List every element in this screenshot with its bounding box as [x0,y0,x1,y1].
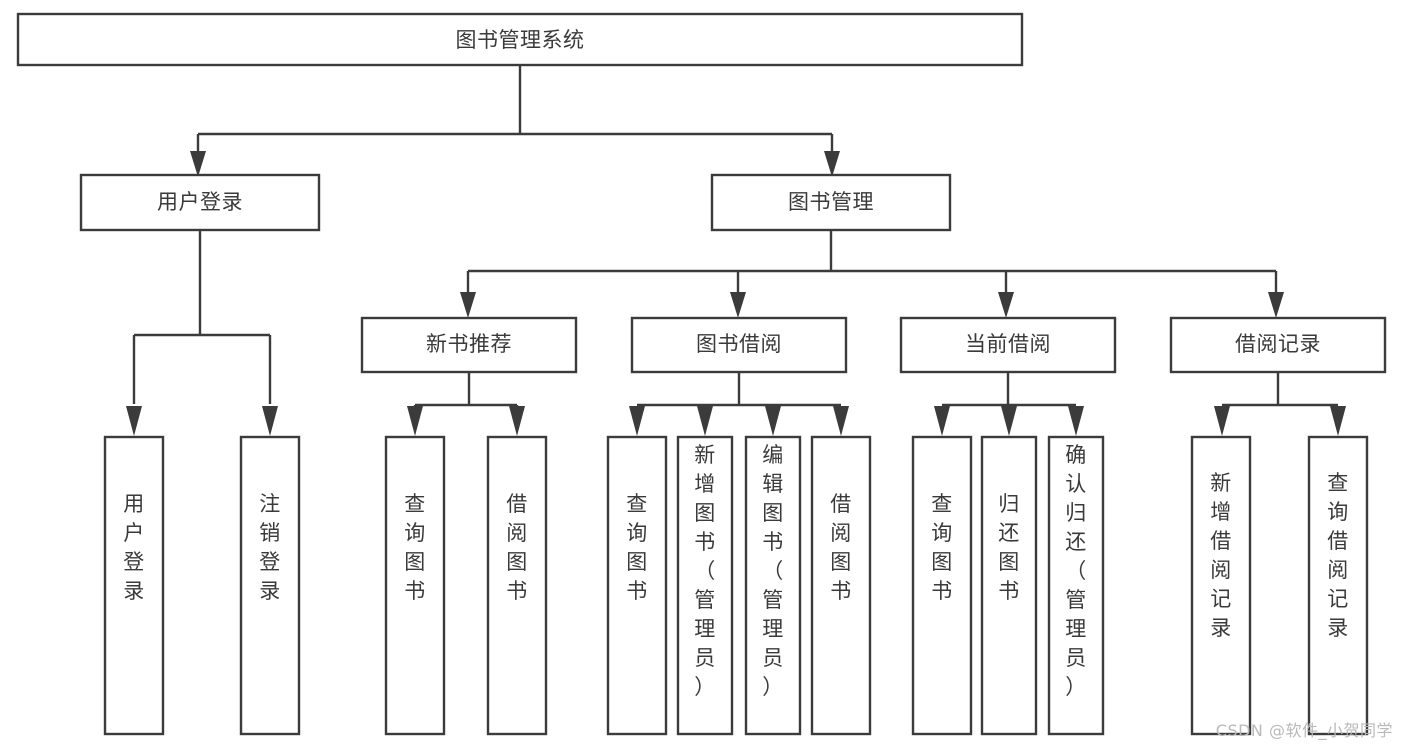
leaf-borrow-book-1[interactable]: 借阅图书 [486,435,548,736]
node-current-borrow-box[interactable] [899,316,1117,374]
arrow-head-icon [126,406,142,436]
leaf-borrow-book-1-label: 借阅图书 [506,492,528,603]
node-book-borrow-label: 图书借阅 [696,332,782,356]
node-new-book-recommend[interactable]: 新书推荐 [360,316,578,374]
arrow-head-icon [1214,406,1230,436]
leaf-edit-book-label: 编辑图书（管理员） [762,443,784,699]
connector-book-manage-to-level3 [460,230,1284,318]
leaf-query-record-box[interactable] [1307,435,1369,736]
connector-current-borrow-to-leaves [934,372,1084,436]
node-book-borrow-box[interactable] [630,316,848,374]
leaf-query-book-3[interactable]: 查询图书 [911,435,973,736]
connector-user-login-to-leaves [126,230,278,436]
node-borrow-record-box[interactable] [1169,316,1387,374]
arrow-head-icon [833,406,849,436]
leaf-confirm-return-label: 确认归还（管理员） [1065,443,1087,699]
leaf-user-login-box[interactable] [103,435,165,736]
node-book-borrow[interactable]: 图书借阅 [630,316,848,374]
leaf-query-book-3-box[interactable] [911,435,973,736]
node-book-manage-label: 图书管理 [788,190,874,214]
leaf-query-book-2[interactable]: 查询图书 [606,435,668,736]
arrow-head-icon [190,151,206,177]
leaf-return-book[interactable]: 归还图书 [980,435,1038,736]
leaf-borrow-book-2-label: 借阅图书 [830,492,852,603]
leaf-query-book-3-label: 查询图书 [931,492,953,603]
leaf-user-logout[interactable]: 注销登录 [239,435,301,736]
node-borrow-record[interactable]: 借阅记录 [1169,316,1387,374]
leaf-query-record[interactable]: 查询借阅记录 [1307,435,1369,736]
connector-new-book-recommend-to-leaves [407,372,525,436]
leaf-query-record-label: 查询借阅记录 [1327,471,1349,640]
node-current-borrow-label: 当前借阅 [965,332,1051,356]
leaf-return-book-label: 归还图书 [998,492,1020,603]
leaf-confirm-return-box[interactable] [1047,435,1105,736]
node-book-manage-box[interactable] [710,173,952,232]
leaf-borrow-book-2-box[interactable] [810,435,872,736]
arrow-head-icon [934,406,950,436]
leaf-add-record-box[interactable] [1190,435,1252,736]
arrow-head-icon [1330,406,1346,436]
leaf-query-book-1-box[interactable] [384,435,446,736]
leaf-edit-book-box[interactable] [744,435,802,736]
leaf-user-logout-label: 注销登录 [259,492,281,603]
arrow-head-icon [407,406,423,436]
node-new-book-recommend-label: 新书推荐 [426,332,512,356]
node-root-box[interactable] [16,12,1024,67]
node-user-login[interactable]: 用户登录 [79,173,321,232]
leaf-borrow-book-2[interactable]: 借阅图书 [810,435,872,736]
leaf-edit-book[interactable]: 编辑图书（管理员） [744,435,802,736]
arrow-head-icon [460,292,476,318]
arrow-head-icon [998,292,1014,318]
node-borrow-record-label: 借阅记录 [1235,332,1321,356]
leaf-user-login[interactable]: 用户登录 [103,435,165,736]
node-root[interactable]: 图书管理系统 [16,12,1024,67]
node-user-login-label: 用户登录 [157,190,243,214]
leaf-return-book-box[interactable] [980,435,1038,736]
leaf-query-book-2-label: 查询图书 [626,492,648,603]
arrow-head-icon [509,406,525,436]
leaf-user-login-label: 用户登录 [123,492,145,603]
node-current-borrow[interactable]: 当前借阅 [899,316,1117,374]
leaf-add-record-label: 新增借阅记录 [1210,471,1232,640]
arrow-head-icon [1001,406,1017,436]
leaf-borrow-book-1-box[interactable] [486,435,548,736]
arrow-head-icon [1268,292,1284,318]
leaf-query-book-1[interactable]: 查询图书 [384,435,446,736]
connector-root-to-level2 [190,65,840,177]
connector-borrow-record-to-leaves [1214,372,1346,436]
arrow-head-icon [629,406,645,436]
leaf-query-book-1-label: 查询图书 [404,492,426,603]
node-new-book-recommend-box[interactable] [360,316,578,374]
arrow-head-icon [697,406,713,436]
arrow-head-icon [765,406,781,436]
arrow-head-icon [824,151,840,177]
arrow-head-icon [730,292,746,318]
leaf-user-logout-box[interactable] [239,435,301,736]
leaf-add-book-box[interactable] [676,435,734,736]
connector-book-borrow-to-leaves [629,372,849,436]
arrow-head-icon [1068,406,1084,436]
node-root-label: 图书管理系统 [456,28,585,52]
leaf-query-book-2-box[interactable] [606,435,668,736]
leaf-add-book-label: 新增图书（管理员） [694,443,716,699]
leaf-confirm-return[interactable]: 确认归还（管理员） [1047,435,1105,736]
node-book-manage[interactable]: 图书管理 [710,173,952,232]
leaf-add-book[interactable]: 新增图书（管理员） [676,435,734,736]
leaf-add-record[interactable]: 新增借阅记录 [1190,435,1252,736]
arrow-head-icon [262,406,278,436]
